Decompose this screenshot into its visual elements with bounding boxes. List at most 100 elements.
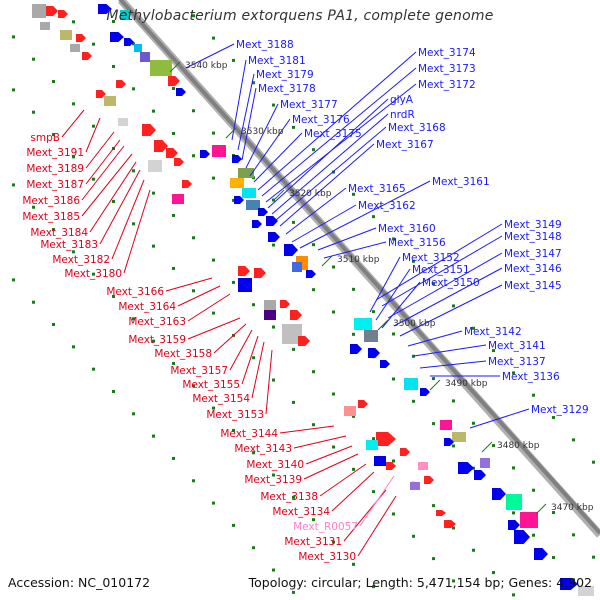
gene-feature-block bbox=[40, 22, 50, 30]
reverse-gene-label: Mext_3155 bbox=[182, 379, 240, 391]
forward-gene-label-leader bbox=[375, 268, 411, 321]
guide-dot bbox=[272, 378, 275, 382]
guide-dot bbox=[12, 35, 15, 39]
guide-dot bbox=[192, 236, 195, 240]
forward-gene-label-leader bbox=[237, 73, 255, 151]
guide-dot bbox=[292, 590, 295, 594]
gene-feature-block bbox=[410, 482, 420, 490]
gene-feature-arrow bbox=[200, 150, 210, 158]
gene-feature-block bbox=[440, 420, 452, 430]
gene-feature-block bbox=[120, 10, 130, 20]
reverse-gene-label-leader bbox=[123, 189, 151, 274]
gene-feature-arrow bbox=[358, 400, 368, 408]
forward-gene-label-leader bbox=[275, 126, 387, 221]
reverse-gene-label: Mext_3158 bbox=[154, 348, 212, 360]
guide-dot bbox=[432, 557, 435, 561]
guide-dot bbox=[432, 282, 435, 286]
guide-dot bbox=[192, 14, 195, 18]
guide-dot bbox=[232, 58, 235, 62]
gene-feature-arrow bbox=[424, 476, 434, 484]
guide-dot bbox=[32, 300, 35, 304]
gene-feature-arrow bbox=[268, 232, 280, 242]
gene-feature-arrow bbox=[444, 520, 456, 528]
kbp-tick-label: 3540 kbp bbox=[185, 61, 228, 71]
forward-gene-label: Mext_3165 bbox=[348, 183, 406, 195]
reverse-gene-label-leader bbox=[251, 341, 265, 399]
kbp-tick bbox=[273, 189, 285, 201]
gene-feature-arrow bbox=[46, 6, 58, 16]
reverse-gene-label: Mext_3134 bbox=[272, 506, 330, 518]
gene-feature-arrow bbox=[258, 208, 268, 216]
reverse-gene-label-leader bbox=[81, 145, 125, 201]
guide-dot bbox=[232, 523, 235, 527]
reverse-gene-label-leader bbox=[293, 435, 347, 449]
reverse-gene-label: Mext_3182 bbox=[52, 254, 110, 266]
guide-dot bbox=[392, 377, 395, 381]
reverse-gene-label-leader bbox=[187, 293, 231, 322]
forward-gene-label: Mext_3148 bbox=[504, 231, 562, 243]
forward-gene-label-leader bbox=[299, 180, 431, 249]
guide-dot bbox=[92, 124, 95, 128]
gene-feature-arrow bbox=[444, 438, 454, 446]
gene-feature-arrow bbox=[474, 470, 486, 480]
guide-dot bbox=[112, 64, 115, 68]
forward-gene-label: Mext_3172 bbox=[418, 79, 476, 91]
guide-dot bbox=[192, 109, 195, 113]
guide-dot bbox=[152, 244, 155, 248]
guide-dot bbox=[132, 412, 135, 416]
guide-dot bbox=[472, 548, 475, 552]
gene-feature-arrow bbox=[492, 488, 506, 500]
guide-dot bbox=[372, 310, 375, 314]
guide-dot bbox=[252, 356, 255, 360]
guide-dot bbox=[392, 332, 395, 336]
guide-dot bbox=[252, 81, 255, 85]
guide-dot bbox=[372, 490, 375, 494]
reverse-gene-label-leader bbox=[229, 329, 253, 371]
reverse-gene-label: Mext_3157 bbox=[170, 365, 228, 377]
gene-feature-block bbox=[212, 145, 226, 157]
forward-gene-label-leader bbox=[407, 330, 463, 347]
guide-dot bbox=[412, 534, 415, 538]
kbp-tick bbox=[377, 319, 389, 331]
reverse-gene-label: smpB bbox=[30, 132, 60, 144]
guide-dot bbox=[452, 304, 455, 308]
gene-feature-arrow bbox=[116, 80, 126, 88]
guide-dot bbox=[172, 361, 175, 365]
gene-feature-block bbox=[404, 378, 418, 390]
forward-gene-label: Mext_3151 bbox=[412, 264, 470, 276]
forward-gene-label-leader bbox=[245, 103, 279, 169]
gene-feature-arrow bbox=[534, 548, 548, 560]
gene-feature-arrow bbox=[290, 310, 302, 320]
gene-feature-arrow bbox=[306, 270, 316, 278]
gene-feature-arrow bbox=[368, 348, 380, 358]
forward-gene-label: Mext_3178 bbox=[258, 83, 316, 95]
gene-feature-arrow bbox=[254, 268, 266, 278]
forward-gene-label: Mext_3129 bbox=[531, 404, 589, 416]
guide-dot bbox=[312, 148, 315, 152]
guide-dot bbox=[372, 215, 375, 219]
map-title: Methylobacterium extorquens PA1, complet… bbox=[106, 8, 494, 24]
gene-feature-block bbox=[148, 160, 162, 172]
gene-feature-block bbox=[578, 586, 594, 596]
forward-gene-label: Mext_3141 bbox=[488, 340, 546, 352]
guide-dot bbox=[272, 103, 275, 107]
reverse-gene-label-leader bbox=[357, 495, 397, 557]
guide-dot bbox=[312, 243, 315, 247]
forward-gene-label-leader bbox=[375, 223, 503, 301]
guide-dot bbox=[432, 422, 435, 426]
forward-gene-label-leader bbox=[185, 43, 235, 69]
forward-gene-label-leader bbox=[271, 113, 389, 215]
gene-feature-block bbox=[344, 406, 356, 416]
guide-dot bbox=[292, 220, 295, 224]
forward-gene-label: Mext_3162 bbox=[358, 200, 416, 212]
gene-feature-block bbox=[292, 262, 302, 272]
forward-gene-label: Mext_3176 bbox=[292, 114, 350, 126]
forward-gene-label-leader bbox=[241, 87, 257, 161]
guide-dot bbox=[92, 177, 95, 181]
gene-feature-block bbox=[264, 300, 276, 310]
genome-backbone bbox=[118, 0, 600, 535]
reverse-gene-label-leader bbox=[213, 323, 247, 354]
guide-dot bbox=[352, 192, 355, 196]
guide-dot bbox=[352, 562, 355, 566]
